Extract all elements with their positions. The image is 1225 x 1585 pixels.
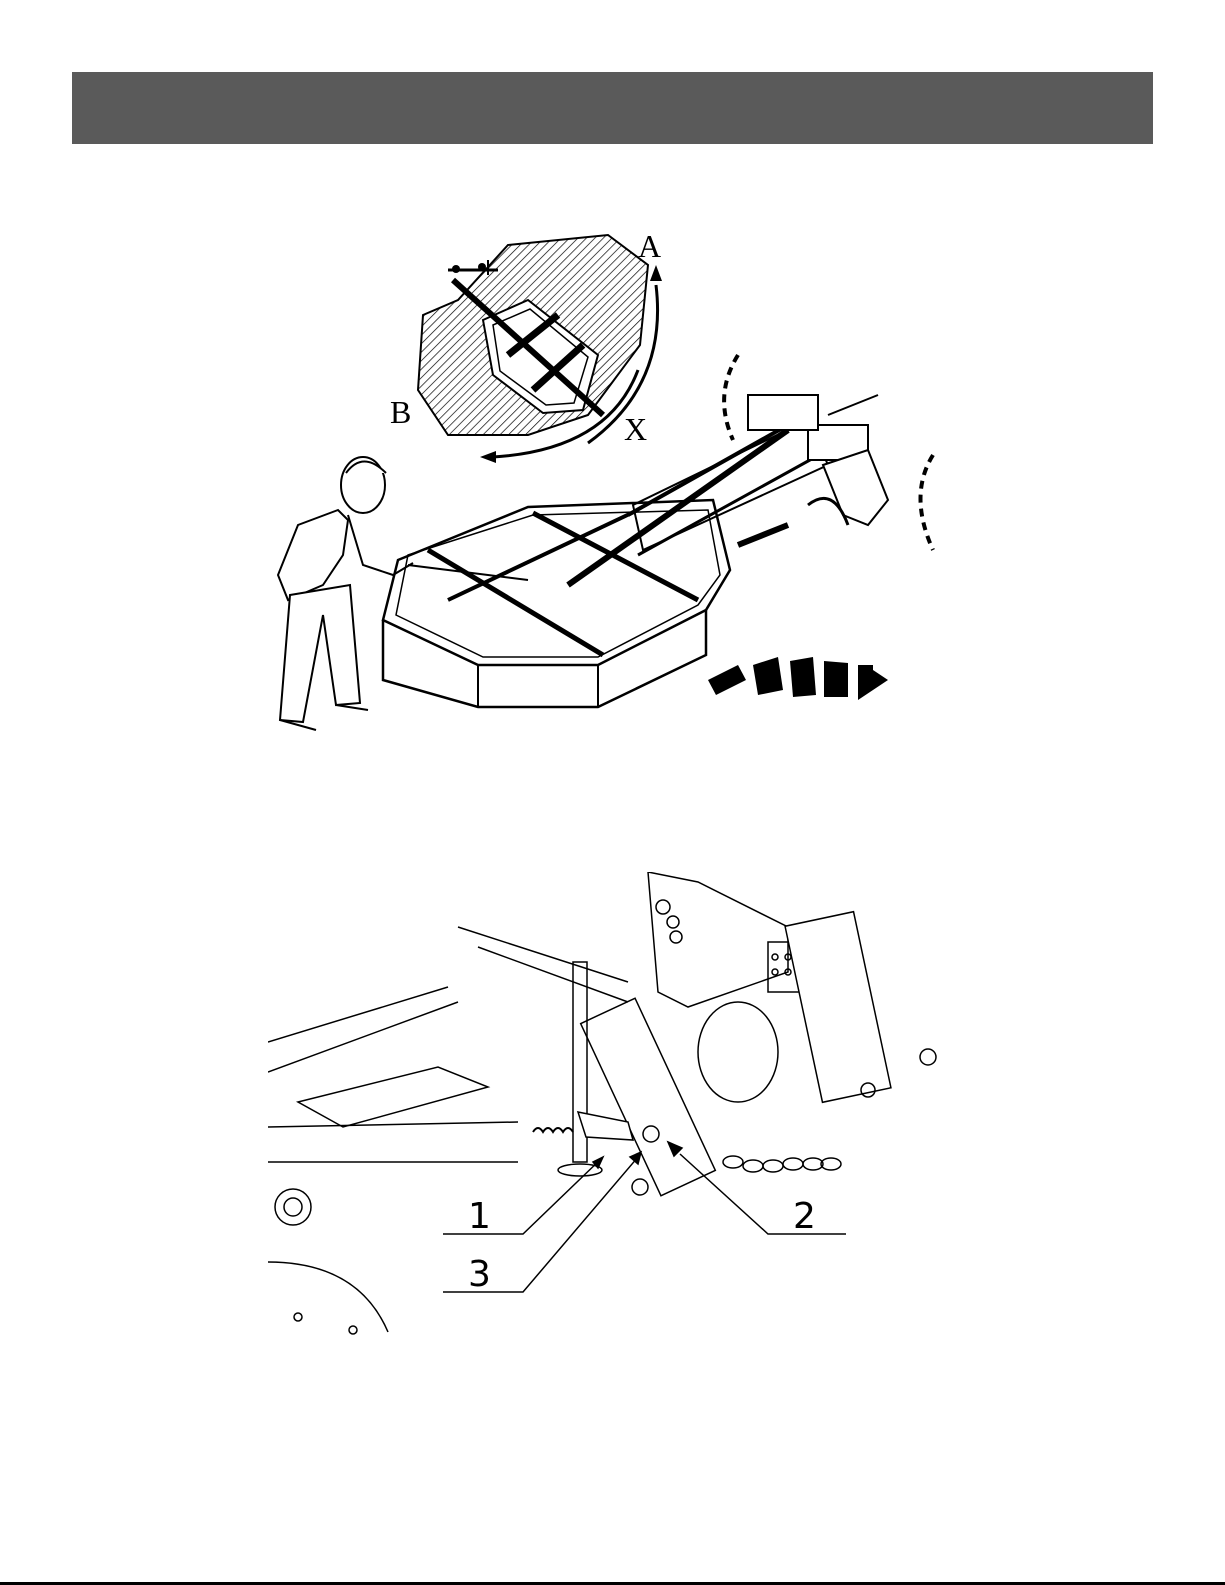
- callout-2: 2: [793, 1196, 816, 1237]
- motion-arrow: [708, 657, 888, 700]
- mower-deck: [383, 500, 730, 707]
- hitch-detail-illustration: 1 2 3: [268, 872, 956, 1352]
- callout-1: 1: [468, 1196, 491, 1237]
- header-bar: [72, 72, 1153, 144]
- label-x: X: [624, 411, 647, 447]
- callout-3: 3: [468, 1254, 491, 1295]
- mower-swing-illustration: A B X: [268, 225, 956, 745]
- label-b: B: [390, 394, 411, 430]
- label-a: A: [638, 228, 661, 264]
